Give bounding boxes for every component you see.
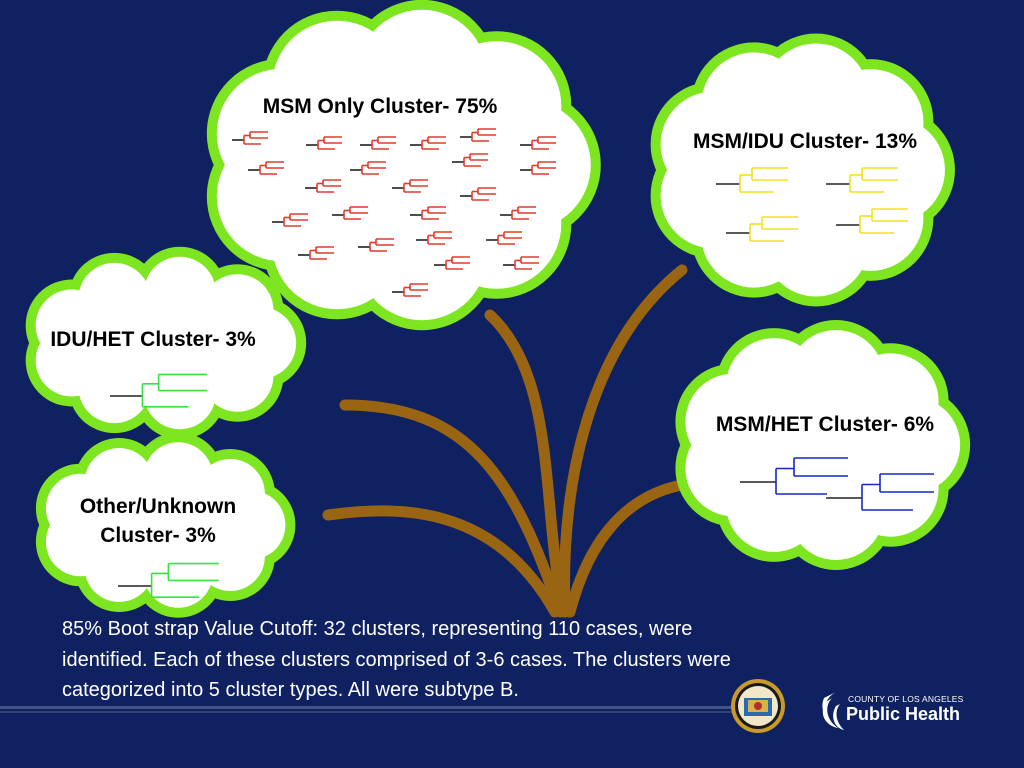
logo-county-text: COUNTY OF LOS ANGELES (848, 694, 964, 704)
dendrogram (410, 136, 446, 150)
msm-idu-cluster-label: MSM/IDU Cluster- 13% (692, 130, 918, 153)
dendrogram (232, 131, 268, 145)
dendrogram (826, 167, 898, 193)
branch-msm-only (484, 309, 571, 618)
cloud-msm-only (206, 0, 601, 331)
decorative-stripe (0, 706, 735, 709)
dendrogram (410, 206, 446, 220)
dendrogram (740, 457, 848, 495)
cloud-other (35, 432, 296, 618)
cloud-msm-idu (650, 33, 955, 307)
cloud-idu-het (25, 246, 307, 440)
dendrogram (434, 256, 470, 270)
logo-public-health-text: Public Health (846, 704, 961, 724)
dendrogram (452, 153, 488, 167)
dendrogram (332, 206, 368, 220)
branch-msm-het (564, 479, 688, 618)
dendrogram (520, 161, 556, 175)
msm-het-dendrograms (740, 457, 934, 511)
cloud-msm-het (675, 320, 971, 570)
dendrogram (305, 179, 341, 193)
other-dendrograms (118, 562, 219, 599)
dendrogram (836, 208, 908, 234)
caption-text: 85% Boot strap Value Cutoff: 32 clusters… (62, 618, 731, 701)
msm-idu-dendrograms (716, 167, 908, 242)
dendrogram (392, 179, 428, 193)
dendrogram (460, 128, 496, 142)
dendrogram (460, 187, 496, 201)
dendrogram (486, 231, 522, 245)
msm-only-dendrograms (232, 128, 556, 297)
tree-branches (322, 264, 688, 618)
dendrogram (416, 231, 452, 245)
county-seal-icon (731, 679, 785, 733)
dendrogram (500, 206, 536, 220)
dendrogram (360, 136, 396, 150)
msm-only-cluster-label: MSM Only Cluster- 75% (262, 95, 498, 118)
other-unknown-cluster-label: Other/Unknown Cluster- 3% (79, 495, 237, 547)
dendrogram (248, 161, 284, 175)
decorative-stripe (0, 711, 735, 713)
branch-idu-het (339, 399, 566, 618)
branch-other (322, 505, 561, 618)
msm-het-cluster-label: MSM/HET Cluster- 6% (715, 413, 935, 436)
clouds (25, 0, 971, 618)
idu-het-cluster-label: IDU/HET Cluster- 3% (50, 328, 256, 351)
dendrogram (110, 373, 208, 408)
dendrogram (826, 473, 934, 511)
dendrogram (298, 246, 334, 260)
dendrogram (272, 213, 308, 227)
idu-het-dendrograms (110, 373, 208, 408)
dendrogram (726, 216, 798, 242)
dendrogram (358, 238, 394, 252)
dendrogram (118, 562, 219, 599)
branch-msm-idu (559, 264, 688, 618)
dendrogram (716, 167, 788, 193)
dendrogram (350, 161, 386, 175)
dendrogram (520, 136, 556, 150)
cluster-dendrograms (110, 128, 934, 599)
public-health-logo: COUNTY OF LOS ANGELES Public Health (818, 688, 968, 738)
dendrogram (503, 256, 539, 270)
dendrogram (392, 283, 428, 297)
public-health-logo-icon (822, 692, 844, 730)
dendrogram (306, 136, 342, 150)
